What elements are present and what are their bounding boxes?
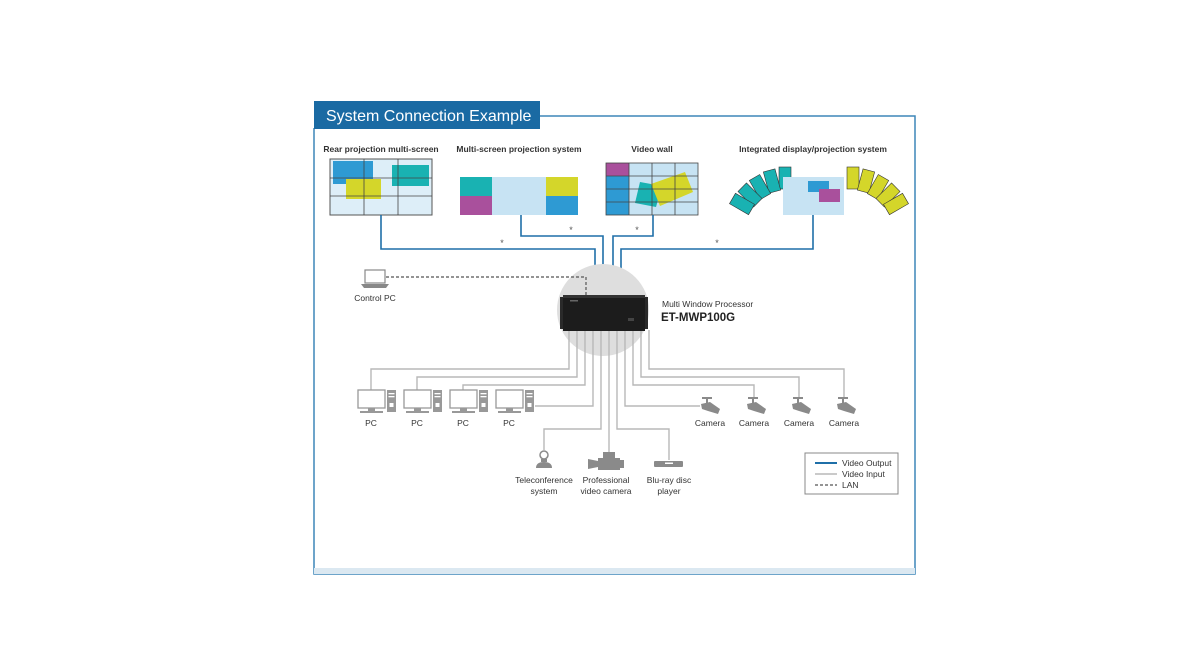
security-camera-icon [747,397,766,414]
pc-label: PC [365,418,377,428]
pc-device [449,389,488,413]
svg-text:Video Output: Video Output [842,458,892,468]
professional-video-camera: Professional video camera [580,452,632,496]
processor-model: ET-MWP100G [661,312,735,324]
control-pc-label: Control PC [354,293,396,303]
display-label-multi-screen: Multi-screen projection system [456,144,582,154]
pc-label: PC [457,418,469,428]
legend: Video Output Video Input LAN [804,452,899,495]
teleconference-system: Teleconference system [515,450,573,496]
input-line-pc-3 [462,330,586,390]
svg-text:LAN: LAN [842,480,859,490]
processor-subtitle: Multi Window Processor [662,299,753,309]
input-line-camera-4 [648,330,845,397]
header-title: System Connection Example [326,108,532,125]
legend-item-lan: LAN [815,480,859,490]
pc-label: PC [411,418,423,428]
multi-window-processor [560,295,648,331]
output-marker: * [569,225,573,235]
display-label-video-wall: Video wall [631,144,672,154]
bluray-player-icon [654,461,683,467]
input-line-pc-2 [416,330,578,390]
input-line-camera-2 [632,330,755,397]
output-marker: * [500,238,504,248]
bluray-label-line2: player [657,486,680,496]
output-marker: * [635,225,639,235]
svg-text:Video Input: Video Input [842,469,885,479]
teleconference-label-line2: system [531,486,558,496]
video-camera-icon [588,452,624,470]
bluray-label-line1: Blu-ray disc [647,475,692,485]
legend-item-video-input: Video Input [815,469,885,479]
input-line-bluray [616,330,670,460]
display-label-rear-projection: Rear projection multi-screen [323,144,438,154]
pc-group: PC PC PC PC [357,389,534,428]
pc-device [403,389,442,413]
camera-label: Camera [784,418,815,428]
legend-item-video-output: Video Output [815,458,892,468]
lan-line [386,276,587,298]
video-input-lines [370,330,845,460]
pc-device [495,389,534,413]
rear-projection-screen [329,158,433,216]
input-line-camera-1 [624,330,700,407]
pc-label: PC [503,418,515,428]
camera-label: Camera [739,418,770,428]
multi-screen-projection [460,177,578,215]
camera-label: Camera [829,418,860,428]
camera-label: Camera [695,418,726,428]
pro-camera-label-line1: Professional [583,475,630,485]
control-pc: Control PC [354,269,396,303]
security-camera-icon [792,397,811,414]
camera-group: Camera Camera Camera Camera [695,397,860,428]
output-line-integrated [620,215,814,300]
header-banner: System Connection Example [314,101,540,129]
pro-camera-label-line2: video camera [580,486,631,496]
display-label-integrated: Integrated display/projection system [739,144,887,154]
video-wall [605,162,699,216]
laptop-icon [361,269,389,288]
output-marker: * [715,238,719,248]
integrated-display-system [729,166,909,216]
diagram-frame [313,115,916,575]
ptz-camera-icon [536,450,552,468]
input-line-camera-3 [640,330,800,397]
input-line-pc-1 [370,330,570,390]
security-camera-icon [701,397,720,414]
input-line-pc-4 [535,330,594,407]
output-line-rear-projection [380,215,596,300]
security-camera-icon [837,397,856,414]
input-line-teleconference [543,330,602,450]
teleconference-label-line1: Teleconference [515,475,573,485]
pc-device [357,389,396,413]
bluray-player: Blu-ray disc player [647,461,692,496]
